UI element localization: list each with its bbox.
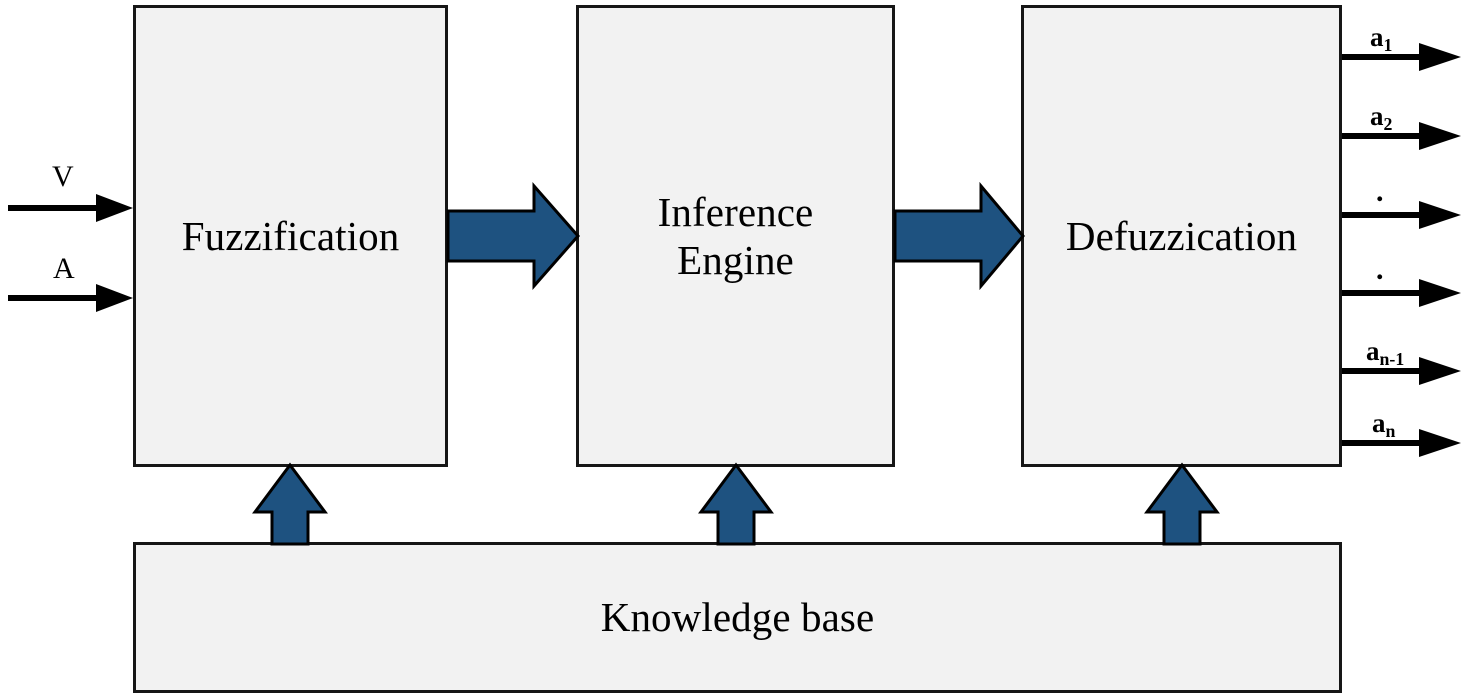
input-arrow-v — [8, 194, 133, 222]
output-arrow-an — [1342, 429, 1461, 457]
block-label-defuzzication: Defuzzication — [1065, 212, 1298, 259]
flow-arrow-knowledge-to-defuzzication — [1144, 462, 1220, 546]
output-arrow-a2 — [1342, 122, 1461, 150]
block-label-fuzzification: Fuzzification — [181, 212, 400, 259]
block-label-knowledge-base: Knowledge base — [600, 594, 875, 641]
block-defuzzication: Defuzzication — [1021, 5, 1342, 467]
block-label-inference-engine: Inference Engine — [657, 188, 814, 283]
output-arrow-dot1 — [1342, 201, 1461, 229]
output-arrow-a1 — [1342, 43, 1461, 71]
flow-arrow-knowledge-to-inference — [698, 462, 774, 546]
output-label-a2: a2 — [1370, 101, 1393, 134]
output-label-an-1-sub: n-1 — [1379, 348, 1405, 369]
output-label-an-1: an-1 — [1366, 336, 1405, 369]
output-label-a2-base: a — [1370, 101, 1384, 131]
output-label-a1-sub: 1 — [1383, 34, 1393, 55]
output-label-a1: a1 — [1370, 22, 1393, 55]
block-inference-engine: Inference Engine — [576, 5, 895, 467]
output-label-an: an — [1372, 408, 1396, 441]
block-fuzzification: Fuzzification — [133, 5, 448, 467]
output-arrow-dot2 — [1342, 279, 1461, 307]
input-arrow-a — [8, 284, 133, 312]
input-label-v: V — [52, 160, 74, 193]
output-label-dot1: . — [1376, 175, 1384, 208]
flow-arrow-knowledge-to-fuzzification — [252, 462, 328, 546]
output-label-an-base: a — [1372, 408, 1386, 438]
input-label-a: A — [53, 252, 75, 285]
output-label-dot2: . — [1376, 253, 1384, 286]
flow-arrow-fuzzification-to-inference — [446, 182, 580, 290]
block-knowledge-base: Knowledge base — [133, 542, 1342, 693]
output-label-a1-base: a — [1370, 22, 1384, 52]
flow-arrow-inference-to-defuzzication — [893, 181, 1025, 291]
output-label-a2-sub: 2 — [1383, 113, 1393, 134]
output-label-an-sub: n — [1385, 420, 1396, 441]
output-label-an-1-base: a — [1366, 336, 1380, 366]
